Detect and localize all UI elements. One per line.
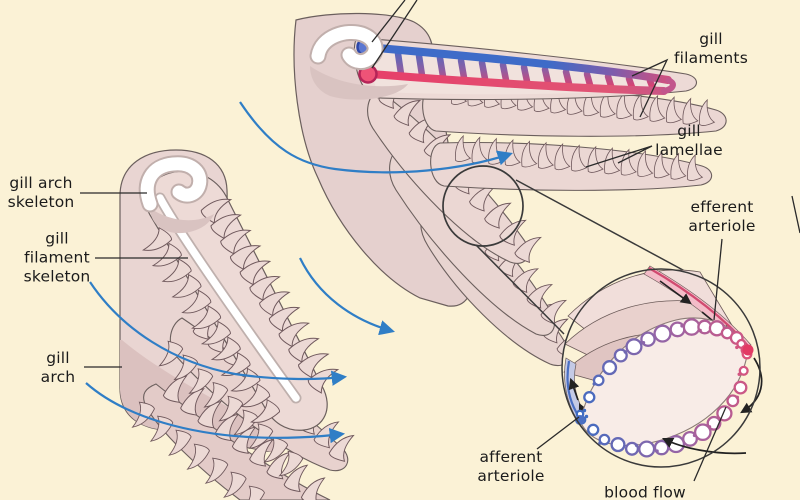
capillary-blob	[735, 382, 747, 394]
water-flow-arrow	[300, 258, 392, 331]
capillary-blob	[612, 438, 625, 451]
capillary-blob	[655, 326, 671, 342]
capillary-blob	[730, 328, 733, 331]
magnifier-connector-line	[516, 180, 694, 276]
capillary-blob	[635, 444, 638, 447]
label-gill-filaments: gill filaments	[674, 30, 748, 68]
capillary-blob	[735, 346, 738, 349]
lamellar-vessel-rung	[440, 58, 443, 76]
lamellar-vessel-rung	[545, 70, 548, 83]
capillary-blob	[624, 350, 627, 353]
label-gill-filament-skeleton: gill filament skeleton	[24, 230, 91, 287]
front-gill-arch	[120, 150, 361, 500]
capillary-blob	[642, 341, 645, 344]
capillary-blob	[708, 425, 711, 428]
capillary-blob	[585, 415, 588, 418]
cutoff-leader-line	[792, 196, 800, 233]
capillary-blob	[627, 339, 642, 354]
lamellar-vessel-rung	[461, 60, 464, 77]
capillary-blob	[639, 442, 654, 457]
gill-filament-cutaway	[354, 38, 696, 100]
capillary-blob	[740, 367, 748, 375]
lamellar-vessel-rung	[524, 67, 527, 81]
efferent-blood-tip	[743, 345, 754, 356]
capillary-blob	[699, 329, 702, 332]
label-gill-lamellae: gill lamellae	[655, 122, 723, 160]
leader-afferent-arteriole	[537, 417, 579, 449]
label-afferent-arteriole: afferent arteriole	[477, 448, 544, 486]
lamellar-vessel-rung	[398, 53, 401, 73]
lamellar-vessel-rung	[503, 65, 506, 80]
label-gill-arch: gill arch	[41, 349, 76, 387]
label-efferent-arteriole: efferent arteriole	[688, 198, 755, 236]
capillary-blob	[593, 382, 596, 385]
capillary-blob	[738, 373, 741, 376]
label-blood-flow: blood flow	[604, 484, 686, 500]
capillary-blob	[583, 409, 586, 412]
lamellar-vessel-rung	[608, 76, 611, 86]
capillary-blob	[736, 396, 739, 399]
capillary-blob	[603, 361, 616, 374]
capillary-blob	[717, 406, 731, 420]
capillary-blob	[584, 392, 594, 402]
lamellar-vessel-rung	[482, 63, 485, 79]
lamellar-vessel-rung	[566, 72, 569, 84]
capillary-blob	[684, 319, 699, 334]
label-gill-arch-skeleton: gill arch skeleton	[8, 174, 75, 212]
lamellar-vessel-rung	[587, 74, 590, 85]
lamella-detail-inset	[562, 266, 762, 467]
lamellar-vessel-rung	[419, 56, 422, 75]
capillary-blob	[588, 425, 598, 435]
capillary-blob	[655, 449, 658, 452]
